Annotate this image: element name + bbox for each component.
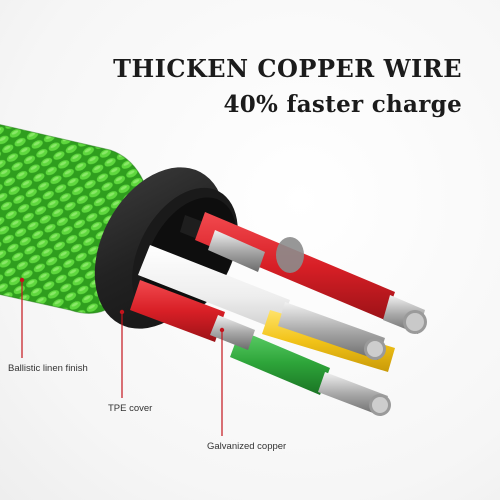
headline: THICKEN COPPER WIRE 40% faster charge [113, 52, 462, 122]
callout-tpe-cover: TPE cover [108, 403, 153, 414]
callout-lines [19, 277, 225, 436]
headline-subtitle: 40% faster charge [223, 91, 462, 118]
callout-ballistic-linen: Ballistic linen finish [8, 363, 88, 374]
copper-strands [208, 230, 427, 416]
headline-title: THICKEN COPPER WIRE [113, 54, 462, 83]
callout-galvanized-copper: Galvanized copper [207, 441, 287, 452]
